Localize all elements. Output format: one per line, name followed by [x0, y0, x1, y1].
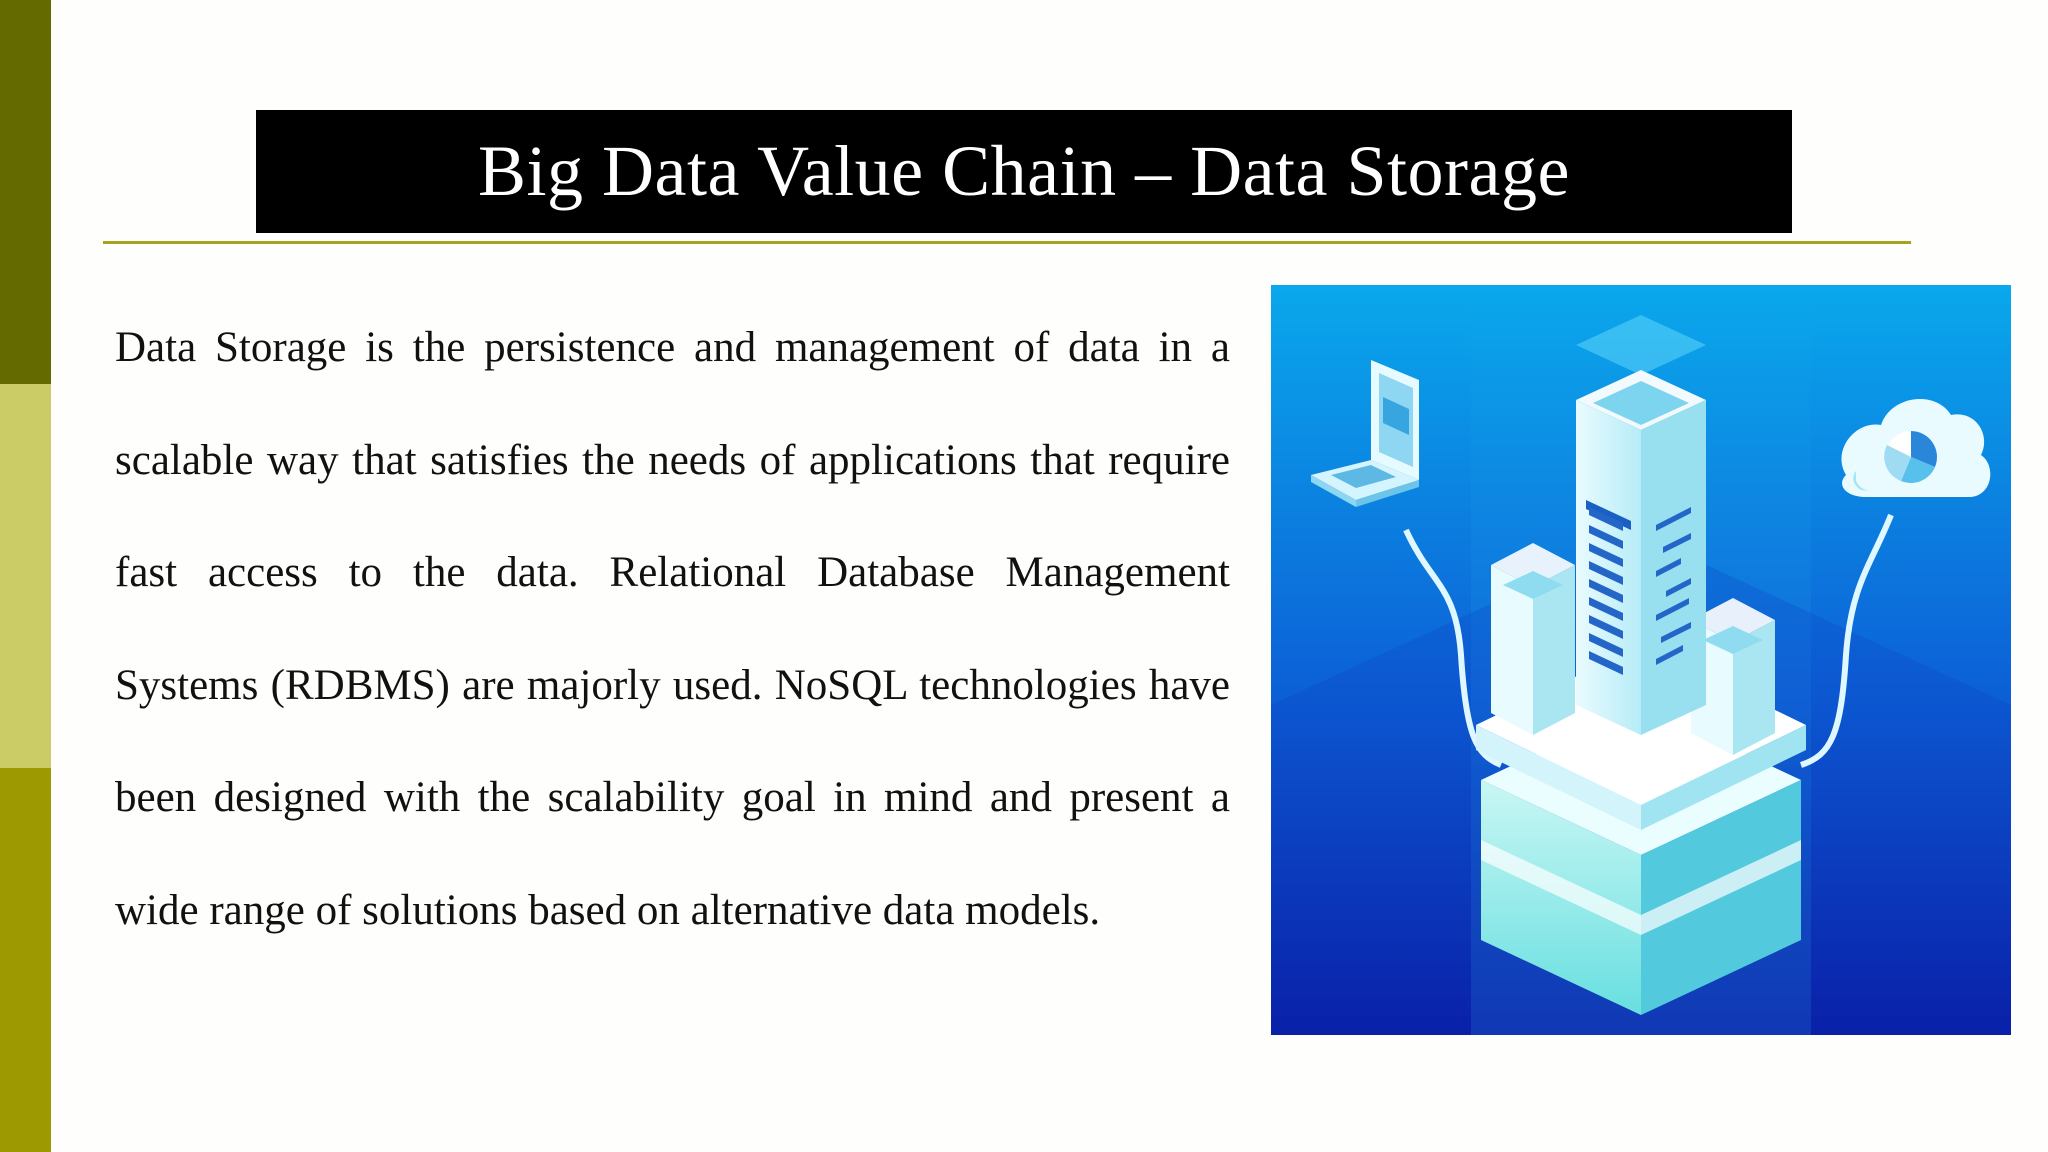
small-server-left	[1491, 543, 1575, 735]
data-storage-illustration	[1271, 285, 2011, 1035]
accent-bar-top	[0, 0, 51, 384]
slide-title: Big Data Value Chain – Data Storage	[478, 131, 1570, 211]
title-banner: Big Data Value Chain – Data Storage	[256, 110, 1792, 233]
server-tower-icon	[1576, 315, 1706, 735]
cable-right	[1800, 513, 1894, 768]
cloud-chart-icon	[1841, 398, 1991, 497]
laptop-icon	[1311, 360, 1419, 507]
accent-bar-middle	[0, 384, 51, 768]
accent-bar-bottom	[0, 768, 51, 1152]
body-paragraph: Data Storage is the persistence and mana…	[115, 324, 1230, 934]
title-underline	[103, 241, 1911, 244]
